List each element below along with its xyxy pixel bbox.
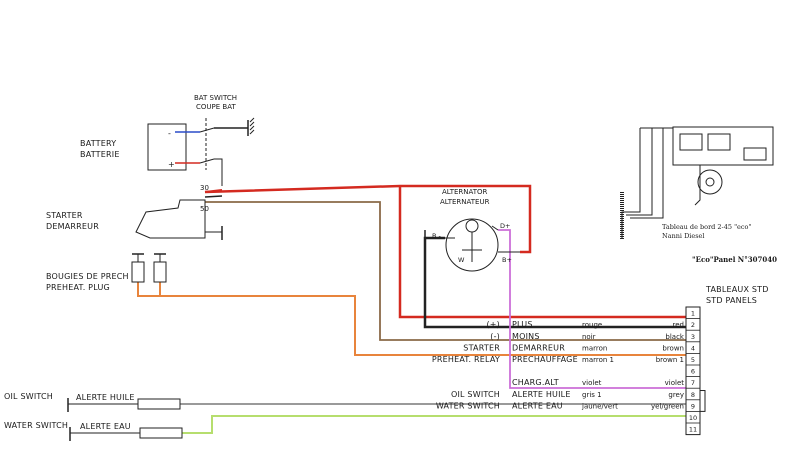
- wire-desc: PREHEAT. RELAY: [432, 355, 500, 364]
- glow-plugs: [131, 253, 167, 283]
- wire-desc: (-): [490, 332, 500, 341]
- battery: - +: [147, 123, 200, 171]
- alternator-label-fr: ALTERNATEUR: [440, 198, 490, 206]
- starter-term-30: 30: [200, 184, 209, 192]
- alternator-label-en: ALTERNATOR: [442, 188, 488, 196]
- wire-desc: WATER SWITCH: [436, 401, 500, 410]
- bat-switch-label-en: BAT SWITCH: [194, 94, 237, 102]
- wire-function: CHARG.ALT: [512, 378, 559, 387]
- wire-orange-preheat: [137, 282, 161, 297]
- panel-caption-2: Nanni Diesel: [662, 232, 704, 240]
- alternator: [424, 218, 520, 272]
- panel-title-en: STD PANELS: [706, 296, 757, 305]
- wire-red-plus: [204, 184, 532, 254]
- wire-color-en: brown: [662, 344, 684, 352]
- wire-function: DEMARREUR: [512, 343, 565, 352]
- water-switch-sensor: [69, 427, 183, 441]
- connector-pin-1: 1: [691, 310, 695, 318]
- panel-caption-1: Tableau de bord 2-45 "eco": [662, 223, 751, 231]
- wire-color-en: violet: [665, 379, 685, 387]
- connector-pin-3: 3: [691, 333, 695, 341]
- connector-latch: [699, 390, 706, 412]
- wire-function: ALERTE HUILE: [512, 390, 571, 399]
- water-switch-label-fr: ALERTE EAU: [80, 422, 131, 431]
- starter-label-fr: DEMARREUR: [46, 222, 99, 231]
- wire-orange-preheat-panel: [160, 295, 686, 356]
- eco-panel-sketch: [620, 126, 774, 240]
- alternator-term-w: W: [458, 256, 465, 264]
- alternator-term-b-plus: B+: [502, 256, 512, 264]
- connector-pin-7: 7: [691, 379, 695, 387]
- wire-desc: (+): [486, 320, 500, 329]
- wire-color-fr: noir: [582, 333, 596, 341]
- wire-color-en: yel/green: [651, 402, 684, 410]
- battery-minus-symbol: -: [168, 129, 171, 138]
- wire-color-en: grey: [668, 391, 684, 399]
- wire-function: MOINS: [512, 332, 540, 341]
- water-switch-label-en: WATER SWITCH: [4, 421, 68, 430]
- wire-color-fr: marron 1: [582, 356, 614, 364]
- wire-color-en: red: [673, 321, 684, 329]
- wire-color-fr: gris 1: [582, 391, 602, 399]
- wire-color-fr: jaune/vert: [581, 402, 618, 410]
- battery-switch: [199, 117, 255, 186]
- connector-pin-10: 10: [689, 414, 697, 422]
- panel-title-fr: TABLEAUX STD: [705, 285, 769, 294]
- starter-label-en: STARTER: [46, 211, 83, 220]
- wire-color-en: brown 1: [656, 356, 684, 364]
- glow-plug-label-en: PREHEAT. PLUG: [46, 283, 110, 292]
- wire-violet-charge: [498, 229, 686, 389]
- oil-switch-sensor: [67, 398, 181, 412]
- connector-pin-9: 9: [691, 402, 695, 410]
- wire-yelgreen-water: [182, 415, 686, 434]
- battery-label-fr: BATTERIE: [80, 150, 120, 159]
- battery-label-en: BATTERY: [80, 139, 116, 148]
- alternator-term-d-plus: D+: [500, 222, 510, 230]
- wire-brown-starter: [205, 201, 686, 341]
- wire-function: PLUS: [512, 320, 533, 329]
- connector-pin-11: 11: [689, 426, 697, 434]
- oil-switch-label-en: OIL SWITCH: [4, 392, 53, 401]
- connector-pin-2: 2: [691, 321, 695, 329]
- wire-color-fr: marron: [582, 344, 607, 352]
- wire-black-minus: [423, 236, 686, 329]
- connector-pin-4: 4: [691, 344, 695, 352]
- bat-switch-label-fr: COUPE BAT: [196, 103, 236, 111]
- glow-plug-label-fr: BOUGIES DE PRECH: [46, 272, 129, 281]
- wire-function: PRECHAUFFAGE: [512, 355, 578, 364]
- connector-pin-6: 6: [691, 368, 695, 376]
- starter-term-50: 50: [200, 205, 209, 213]
- connector-body: [685, 306, 701, 436]
- wire-color-fr: violet: [582, 379, 602, 387]
- wire-desc: STARTER: [463, 343, 500, 352]
- starter-motor: [135, 199, 223, 240]
- connector-pin-8: 8: [691, 391, 695, 399]
- wire-red-plus-panel: [398, 186, 686, 319]
- alternator-term-b-minus: B -: [432, 232, 442, 240]
- wire-color-fr: rouge: [582, 321, 602, 329]
- wire-color-en: black: [665, 333, 685, 341]
- wire-function: ALERTE EAU: [512, 401, 563, 410]
- connector-pin-5: 5: [691, 356, 695, 364]
- wire-desc: OIL SWITCH: [451, 390, 500, 399]
- panel-product-number: "Eco"Panel N°307040: [692, 255, 777, 264]
- panel-connector: 1 2 3 4 5 6 7 8 9 10 11: [685, 306, 706, 436]
- battery-plus-symbol: +: [168, 160, 175, 169]
- oil-switch-label-fr: ALERTE HUILE: [76, 393, 135, 402]
